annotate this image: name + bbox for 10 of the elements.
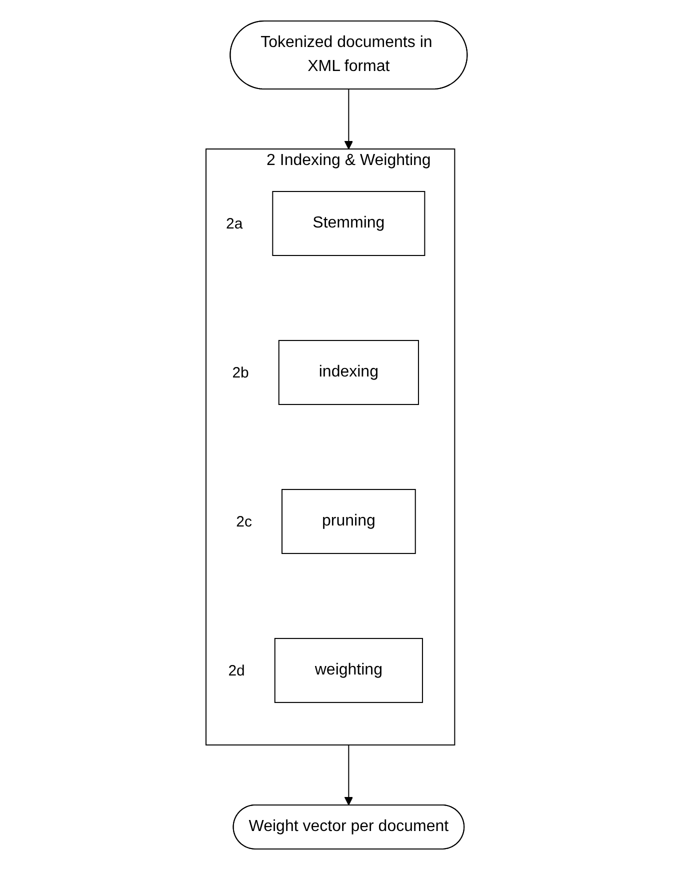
step-number: 2a <box>226 216 244 232</box>
arrow <box>344 744 354 806</box>
node-box: pruning <box>282 489 416 554</box>
node-box: Stemming <box>272 191 426 256</box>
node-box: weighting <box>274 638 424 703</box>
node-box: indexing <box>278 340 420 405</box>
step-number: 2c <box>236 513 252 530</box>
step-number: 2d <box>228 662 246 680</box>
arrow <box>344 88 354 150</box>
step-number: 2b <box>232 364 250 382</box>
